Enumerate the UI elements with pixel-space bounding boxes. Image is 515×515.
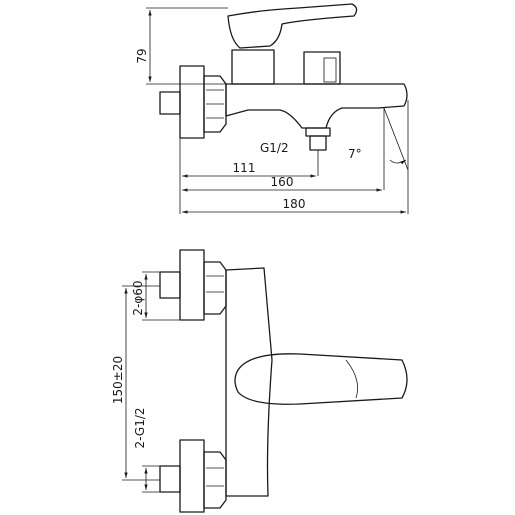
- diverter-column: [303, 51, 341, 85]
- plan-view: [159, 249, 408, 513]
- flange-upper: [179, 249, 205, 321]
- dim-79-label: 79: [135, 48, 149, 63]
- inlet-stub-lower: [159, 465, 181, 493]
- dim-center-distance: 150±20: [111, 285, 160, 481]
- valve-body: [225, 83, 408, 129]
- dim-160-label: 160: [271, 175, 294, 189]
- dim-111-label: 111: [233, 161, 256, 175]
- plan-body: [225, 267, 273, 497]
- dim-angle: 7°: [348, 147, 407, 165]
- angle-label: 7°: [348, 147, 362, 161]
- hex-nut-upper: [203, 261, 227, 315]
- dim-diameter: 2-φ60: [131, 271, 180, 321]
- hex-nut-lower: [203, 451, 227, 509]
- dim-inlet-thread: 2-G1/2: [133, 407, 160, 493]
- dim-horizontal: 111 160 180: [179, 138, 406, 214]
- wall-flange-top: [179, 65, 205, 139]
- dim-180-label: 180: [283, 197, 306, 211]
- lever-column: [231, 49, 275, 85]
- lever-handle: [227, 3, 358, 49]
- inlet-stub-upper: [159, 271, 181, 299]
- outlet-thread-label: G1/2: [260, 141, 289, 155]
- inlet-stub-top: [159, 91, 181, 115]
- diameter-label: 2-φ60: [131, 280, 145, 315]
- plan-lever: [234, 353, 408, 405]
- outlet-fitting: [305, 127, 331, 137]
- flange-lower: [179, 439, 205, 513]
- hex-nut-top: [203, 75, 227, 133]
- side-view: [159, 3, 409, 214]
- dim-79: 79: [135, 7, 228, 85]
- center-distance-label: 150±20: [111, 356, 125, 404]
- inlet-thread-label: 2-G1/2: [133, 407, 147, 448]
